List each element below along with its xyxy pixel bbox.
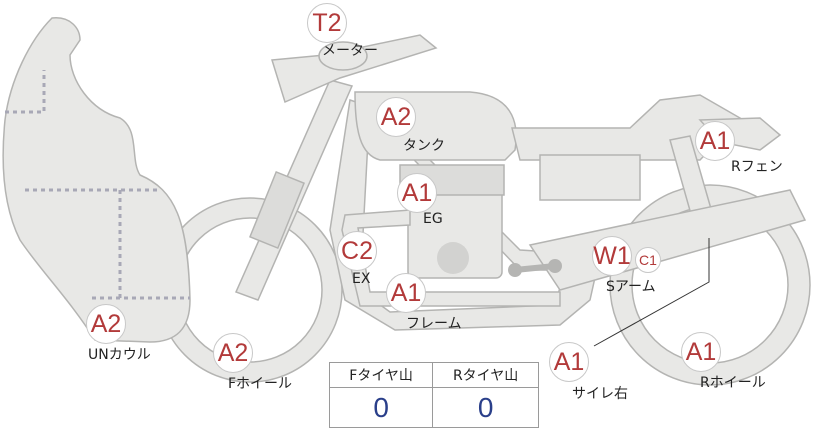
badge-rfender[interactable]: A1 <box>695 121 735 161</box>
rear-tire-value[interactable]: 0 <box>432 387 539 428</box>
badge-sarm-sub[interactable]: C1 <box>635 247 661 273</box>
label-rwheel: Rホイール <box>700 375 766 391</box>
rear-tire-header: Rタイヤ山 <box>432 362 539 388</box>
leader-line <box>593 238 710 347</box>
engine-case <box>437 242 469 274</box>
label-rfender: Rフェン <box>731 159 783 175</box>
label-fwheel: Fホイール <box>228 376 293 392</box>
tire-tread-table: Fタイヤ山 Rタイヤ山 0 0 <box>328 362 539 428</box>
front-tire-header: Fタイヤ山 <box>328 362 434 388</box>
badge-sairei[interactable]: A1 <box>549 342 589 382</box>
label-tank: タンク <box>403 138 445 154</box>
side-cover-shape <box>539 154 641 201</box>
footpeg-shape <box>508 259 562 277</box>
badge-rwheel[interactable]: A1 <box>681 332 721 372</box>
badge-fwheel[interactable]: A2 <box>213 333 253 373</box>
front-tire-value[interactable]: 0 <box>328 387 434 428</box>
badge-ex[interactable]: C2 <box>337 231 377 271</box>
badge-meter[interactable]: T2 <box>307 3 347 43</box>
label-ex: EX <box>352 271 371 287</box>
badge-sarm[interactable]: W1 <box>592 236 632 276</box>
badge-frame[interactable]: A1 <box>386 273 426 313</box>
badge-eg[interactable]: A1 <box>397 173 437 213</box>
label-eg: EG <box>423 211 443 227</box>
badge-uncowl[interactable]: A2 <box>86 304 126 344</box>
label-sarm: Sアーム <box>606 279 656 295</box>
cowl-dotted-lines <box>5 70 190 300</box>
label-meter: メーター <box>322 43 378 59</box>
cowl-shape[interactable] <box>2 17 191 343</box>
label-uncowl: UNカウル <box>88 347 151 363</box>
fork-sleeve <box>249 170 305 250</box>
label-frame: フレーム <box>406 316 462 332</box>
meter-shape[interactable] <box>318 41 368 71</box>
badge-tank[interactable]: A2 <box>376 97 416 137</box>
label-sairei: サイレ右 <box>572 386 628 402</box>
